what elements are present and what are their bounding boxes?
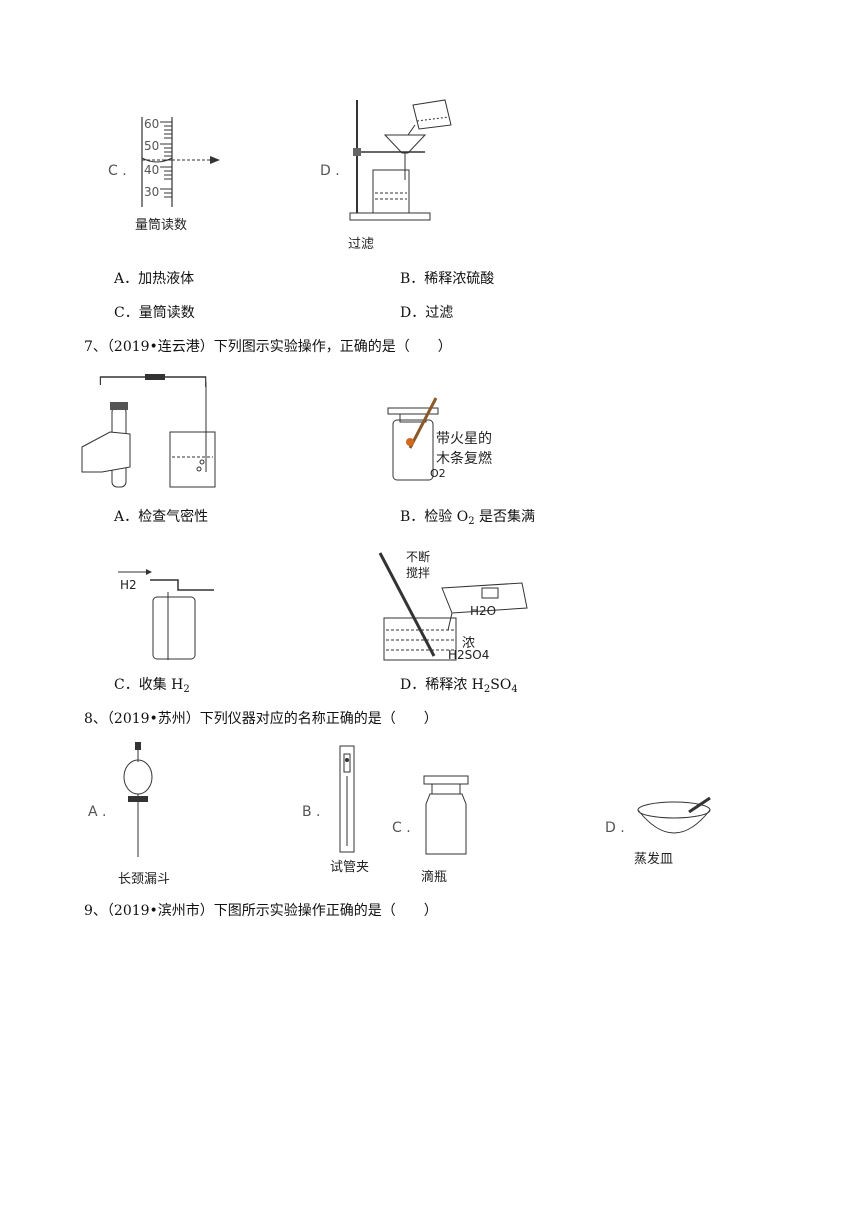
- fig-d-caption: 过滤: [348, 237, 375, 252]
- gas-tightness-check-diagram: [81, 374, 216, 488]
- fig-c-letter: C .: [108, 163, 127, 179]
- fig-c-gas-label: H2: [120, 578, 137, 592]
- cylinder-tick-30: 30: [144, 185, 159, 199]
- fig-c-caption: 量筒读数: [135, 218, 188, 233]
- q6-option-b: B．稀释浓硫酸: [400, 271, 495, 287]
- fig-b-label-line2: 木条复燃: [436, 451, 492, 467]
- q8-fig-d-caption: 蒸发皿: [634, 852, 674, 867]
- evaporating-dish-diagram: [637, 796, 711, 834]
- cylinder-tick-50: 50: [144, 139, 159, 153]
- oxygen-collection-check-diagram: [387, 397, 439, 481]
- fig-d-acid-label-top: 浓: [462, 636, 476, 651]
- q7-option-c: C．收集 H2: [114, 677, 190, 695]
- q8-fig-c-caption: 滴瓶: [421, 870, 448, 885]
- q9-stem: 9、（2019•滨州市）下图所示实验操作正确的是（ ）: [84, 903, 438, 919]
- q8-fig-b-letter: B .: [302, 804, 321, 820]
- separatory-funnel-diagram: [123, 742, 153, 857]
- q7-option-a: A．检查气密性: [114, 509, 209, 525]
- q7-option-d: D．稀释浓 H2SO4: [400, 677, 518, 695]
- q8-fig-b-caption: 试管夹: [330, 860, 370, 875]
- graduated-cylinder-reading-diagram: 60 50 40 30: [141, 117, 220, 207]
- q6-option-d: D．过滤: [400, 305, 454, 321]
- q8-fig-a-letter: A .: [88, 804, 107, 820]
- q8-fig-d-letter: D .: [605, 820, 625, 836]
- hydrogen-collection-diagram: [118, 569, 214, 660]
- fig-d-stir-label-line1: 不断: [406, 550, 431, 564]
- q8-stem: 8、（2019•苏州）下列仪器对应的名称正确的是（ ）: [84, 711, 438, 727]
- cylinder-tick-60: 60: [144, 117, 159, 131]
- fig-d-acid-label-bottom: H2SO4: [448, 648, 490, 662]
- dilute-sulfuric-acid-diagram: [378, 552, 528, 661]
- filtration-diagram: [349, 99, 452, 221]
- fig-d-water-label: H2O: [470, 604, 497, 618]
- test-tube-holder-diagram: [339, 745, 355, 853]
- fig-b-gas-label: O2: [430, 467, 446, 480]
- fig-d-stir-label-line2: 搅拌: [406, 566, 431, 580]
- q6-option-a: A．加热液体: [114, 271, 195, 287]
- fig-b-label-line1: 带火星的: [436, 431, 492, 447]
- q7-option-b: B．检验 O2 是否集满: [400, 509, 536, 527]
- q6-option-c: C．量筒读数: [114, 305, 195, 321]
- q8-fig-a-caption: 长颈漏斗: [118, 872, 171, 887]
- wide-mouth-bottle-diagram: [423, 775, 469, 855]
- q8-fig-c-letter: C .: [392, 820, 411, 836]
- q7-stem: 7、（2019•连云港）下列图示实验操作，正确的是（ ）: [84, 339, 452, 355]
- cylinder-tick-40: 40: [144, 163, 159, 177]
- fig-d-letter: D .: [320, 163, 340, 179]
